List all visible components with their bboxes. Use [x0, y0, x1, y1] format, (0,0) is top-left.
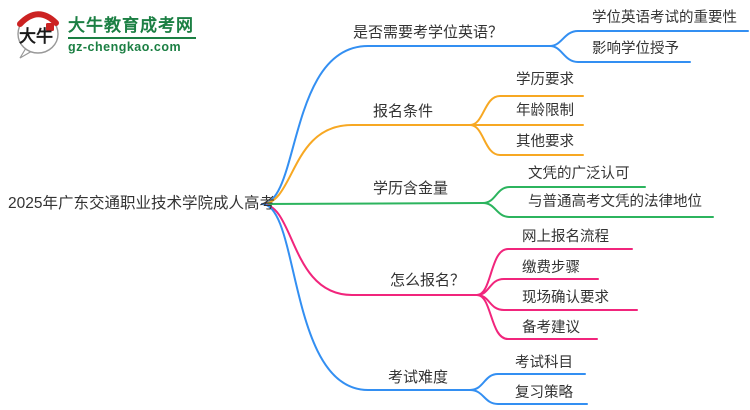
- child-node[interactable]: 考试科目: [515, 355, 573, 371]
- child-node[interactable]: 学历要求: [516, 72, 574, 88]
- branch-signup-conditions[interactable]: 报名条件: [373, 103, 434, 120]
- child-node[interactable]: 缴费步骤: [522, 260, 580, 276]
- connector-line: [261, 203, 471, 391]
- logo-domain: gz-chengkao.com: [68, 39, 182, 54]
- child-node[interactable]: 现场确认要求: [522, 290, 609, 306]
- site-logo[interactable]: 大牛 大牛教育成考网 gz-chengkao.com: [14, 10, 196, 60]
- connector-line: [261, 202, 484, 205]
- child-node[interactable]: 网上报名流程: [522, 229, 609, 245]
- branch-how-to-apply[interactable]: 怎么报名？: [390, 272, 466, 289]
- branch-degree-english[interactable]: 是否需要考学位英语？: [353, 24, 504, 41]
- logo-mark-text: 大牛: [19, 26, 53, 46]
- branch-diploma-value[interactable]: 学历含金量: [373, 180, 449, 197]
- child-node[interactable]: 备考建议: [522, 320, 580, 336]
- logo-bubble-icon: 大牛: [17, 11, 59, 59]
- child-node[interactable]: 其他要求: [516, 134, 574, 150]
- child-node[interactable]: 与普通高考文凭的法律地位: [528, 194, 702, 210]
- child-node[interactable]: 影响学位授予: [592, 41, 679, 57]
- child-node[interactable]: 学位英语考试的重要性: [592, 10, 737, 26]
- branch-exam-difficulty[interactable]: 考试难度: [388, 369, 449, 386]
- child-node[interactable]: 复习策略: [515, 385, 573, 401]
- root-node[interactable]: 2025年广东交通职业技术学院成人高考: [8, 195, 275, 212]
- child-node[interactable]: 文凭的广泛认可: [528, 166, 630, 182]
- child-node[interactable]: 年龄限制: [516, 103, 574, 119]
- logo-title: 大牛教育成考网: [68, 15, 194, 35]
- logo-divider: [68, 36, 196, 39]
